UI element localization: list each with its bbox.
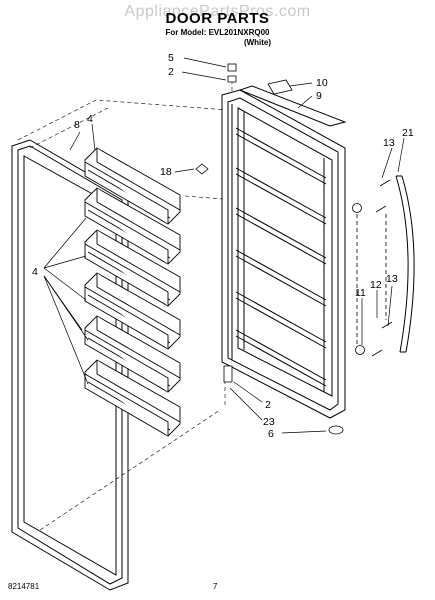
callout-2: 2 [168, 66, 174, 78]
door-bins [84, 147, 181, 437]
callout-13: 13 [383, 137, 395, 149]
inner-door [221, 85, 347, 419]
screw-bottom [371, 349, 383, 357]
callout-4: 4 [32, 266, 38, 278]
label-plate [267, 79, 293, 95]
callout-6: 6 [268, 428, 274, 440]
callout-21: 21 [402, 127, 414, 139]
callout-13: 13 [386, 273, 398, 285]
callout-5: 5 [168, 52, 174, 64]
callout-12: 12 [370, 279, 382, 291]
callout-labels: 5 2 10 9 8 4 18 13 21 4 11 12 13 2 23 6 [32, 52, 414, 440]
guide-lines [17, 80, 236, 531]
spacer-top [352, 203, 362, 213]
hinge-pin-top [227, 75, 237, 83]
callout-4: 4 [87, 113, 93, 125]
callout-23: 23 [263, 416, 275, 428]
screw-low [381, 321, 393, 329]
door-bin [84, 359, 181, 437]
callout-18: 18 [160, 166, 172, 178]
watermark: AppliancePartsPros.com [124, 3, 311, 20]
callout-2: 2 [265, 399, 271, 411]
door-bin [84, 187, 181, 265]
door-bin [84, 272, 181, 350]
hinge-parts [223, 63, 344, 435]
handle-hardware [352, 179, 393, 357]
callout-8: 8 [74, 119, 80, 131]
model-label: For Model: EVL201NXRQ00 [165, 28, 270, 37]
door-bin [84, 315, 181, 393]
door-handle [395, 175, 415, 353]
color-label: (White) [243, 38, 272, 47]
page-number: 7 [213, 582, 218, 591]
plug-part [195, 163, 209, 175]
screw-top [379, 179, 391, 187]
door-bin [84, 147, 181, 225]
spacer-bottom [355, 345, 365, 355]
hinge-bushing [227, 63, 237, 72]
door-bin [84, 229, 181, 307]
callout-10: 10 [316, 77, 328, 89]
page-title: DOOR PARTS [165, 10, 270, 27]
callout-9: 9 [316, 90, 322, 102]
document-number: 8214781 [8, 582, 40, 591]
screw-mid [375, 205, 387, 213]
hinge-bracket [223, 365, 233, 383]
leader-lines [43, 57, 405, 434]
door-plug [328, 425, 344, 435]
door-gasket [11, 139, 129, 591]
callout-11: 11 [355, 287, 366, 299]
